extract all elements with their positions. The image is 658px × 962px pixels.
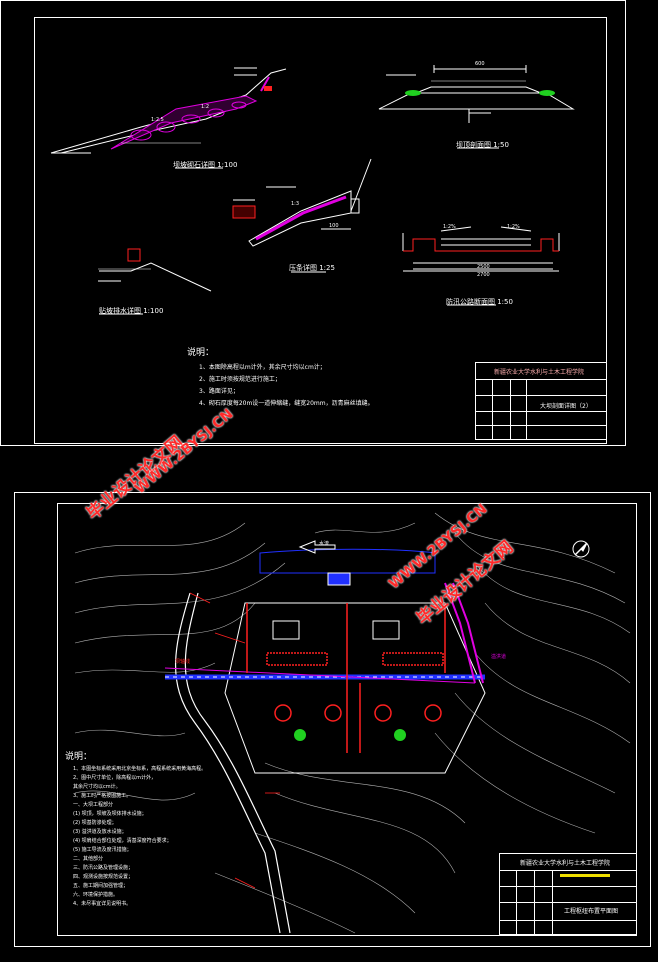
title-road: 防汛公路断面图 1:50 — [446, 298, 513, 306]
top-sheet-graphics — [50, 65, 575, 315]
dim-slope-a: 1:2.5 — [151, 117, 164, 123]
note-line: 其余尺寸均以cm计。 — [73, 784, 121, 790]
note-line: 3、施工时严格按图施工。 — [73, 793, 132, 799]
dim-road-width: 2700 — [477, 272, 490, 278]
title-block-drawing: 工程枢纽布置平面图 — [564, 908, 619, 915]
note-line: (3) 溢洪道及放水设施； — [73, 829, 127, 835]
red-structures — [246, 603, 446, 753]
title-dam-crest: 坝顶剖面图 1:50 — [456, 141, 509, 149]
north-arrow-icon — [572, 540, 590, 558]
note-line: (4) 坝肩结合部位处理，清基深度符合要求； — [73, 838, 172, 844]
drawing-sheet-top: 600 1:2.5 1:2 1:3 100 2700 2500 1:2% 1:2… — [0, 0, 626, 446]
drawing-frame-top — [34, 17, 607, 444]
dim-slope-c: 1:3 — [291, 201, 300, 207]
grass-left — [405, 90, 421, 96]
title-block-school: 新疆农业大学水利与土木工程学院 — [494, 369, 585, 376]
title-press-strip: 压条详图 1:25 — [289, 264, 335, 272]
dim-slope-b: 1:2 — [201, 104, 210, 110]
grass-right — [539, 90, 555, 96]
road-section-detail — [402, 226, 560, 272]
note-line: 4、砌石厚度每20m设一道伸缩缝，缝宽20mm，沥青麻丝填缝。 — [199, 400, 374, 407]
drawing-sheet-bottom: 水流 溢洪道 坝轴线 说明： 1、本图坐标系统采用北京坐标系，高程系统采用黄海高… — [14, 492, 651, 947]
title-block-bottom: 新疆农业大学水利与土木工程学院 工程枢纽布置平面图 — [499, 853, 637, 935]
notes-heading: 说明： — [187, 348, 215, 358]
drawing-frame-bottom — [57, 503, 637, 936]
title-riprap: 坝坡砌石详图 1:100 — [173, 161, 238, 169]
note-line: (2) 坝基防渗处理； — [73, 820, 117, 826]
dim-road-slope-right: 1:2% — [507, 224, 520, 230]
note-line: 五、施工期间加强管理； — [73, 883, 129, 889]
note-line: 二、其他部分 — [73, 856, 104, 862]
riprap-detail — [50, 67, 287, 154]
note-line: 4、未尽事宜详见说明书。 — [73, 901, 132, 907]
dim-press: 100 — [329, 223, 339, 229]
note-line: 1、本图坐标系统采用北京坐标系，高程系统采用黄海高程。 — [73, 766, 207, 772]
note-line: 2、施工时须按规范进行施工； — [199, 376, 281, 383]
note-line: 一、大坝工程部分 — [73, 802, 114, 808]
note-line: 2、图中尺寸单位，除高程以m计外， — [73, 775, 157, 781]
leader-callouts — [189, 592, 280, 889]
note-line: 三、防汛公路及管理设施； — [73, 865, 134, 871]
tree-marker — [294, 729, 306, 741]
hatch-blocks — [272, 620, 400, 640]
contour-lines — [74, 512, 631, 934]
site-plan-graphics — [74, 512, 631, 934]
riprap-marker — [264, 86, 272, 91]
note-line: 1、本图除高程以m计外，其余尺寸均以cm计； — [199, 364, 326, 371]
notes-heading: 说明： — [65, 752, 93, 762]
note-line: (1) 坝顶，坝坡及坝体排水设施； — [73, 811, 147, 817]
note-line: 四、观测设施按规范设置； — [73, 874, 134, 880]
dim-road-sub: 2500 — [477, 264, 490, 270]
spillway — [164, 582, 484, 684]
spillway-label: 溢洪道 — [491, 654, 507, 660]
flow-arrow-icon — [298, 540, 336, 554]
dam-axis-label: 坝轴线 — [175, 659, 191, 665]
press-strip-detail — [232, 158, 372, 247]
note-line: 3、路面详见； — [199, 388, 239, 395]
flow-arrow-label: 水流 — [319, 541, 330, 547]
note-line: (5) 施工导流及度汛措施； — [73, 847, 132, 853]
dam-area — [165, 548, 486, 774]
toe-drain-detail — [98, 248, 212, 292]
dim-crest-width: 600 — [475, 61, 485, 67]
title-block-drawing: 大坝剖面详图（2） — [540, 403, 592, 410]
title-block-school: 新疆农业大学水利与土木工程学院 — [520, 860, 611, 867]
tree-marker — [394, 729, 406, 741]
dim-road-slope-left: 1:2% — [443, 224, 456, 230]
note-line: 六、环境保护措施。 — [73, 892, 119, 898]
title-block-top: 新疆农业大学水利与土木工程学院 大坝剖面详图（2） — [475, 362, 607, 440]
title-toe-drain: 贴坡排水详图 1:100 — [99, 307, 164, 315]
access-road — [175, 592, 291, 934]
